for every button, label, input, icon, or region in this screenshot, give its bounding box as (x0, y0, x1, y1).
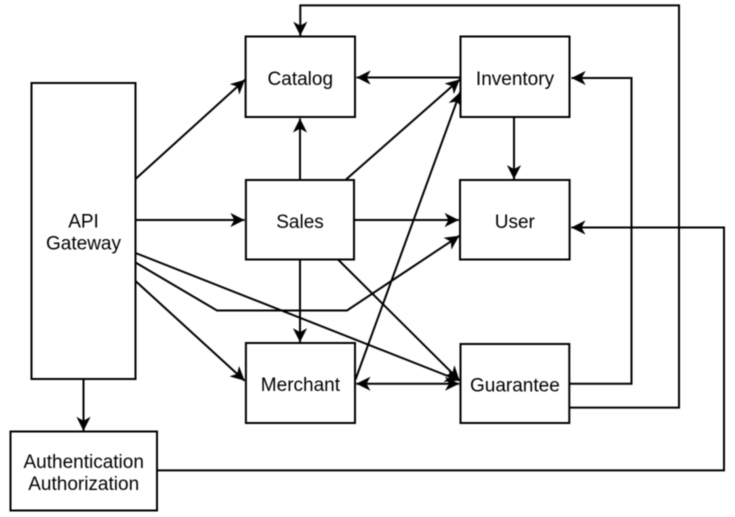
svg-text:Sales: Sales (276, 212, 324, 233)
svg-text:API: API (68, 212, 99, 233)
svg-text:User: User (495, 212, 536, 233)
svg-text:Gateway: Gateway (46, 234, 121, 255)
svg-text:Authorization: Authorization (28, 474, 139, 495)
svg-text:Authentication: Authentication (23, 452, 143, 473)
svg-text:Guarantee: Guarantee (470, 376, 560, 397)
svg-text:Inventory: Inventory (476, 69, 555, 90)
svg-text:Merchant: Merchant (261, 375, 341, 396)
svg-text:Catalog: Catalog (268, 69, 334, 90)
